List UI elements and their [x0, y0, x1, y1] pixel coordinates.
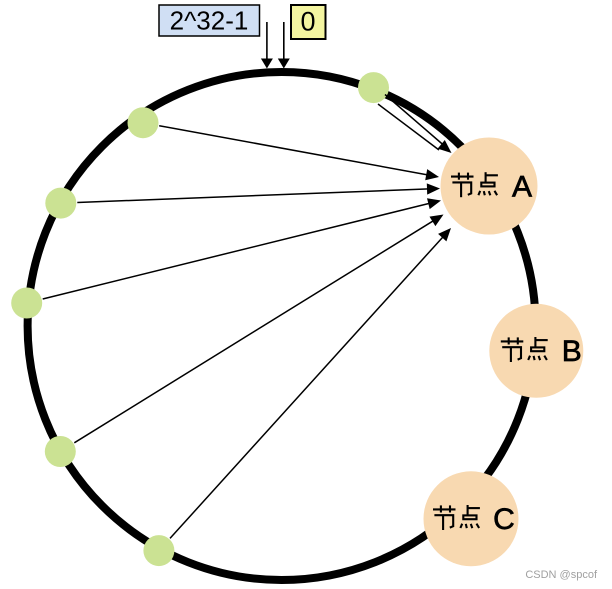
svg-text:0: 0 — [300, 7, 315, 37]
svg-text:A: A — [512, 170, 532, 203]
svg-text:2^32-1: 2^32-1 — [170, 6, 249, 36]
svg-text:CSDN @spcof: CSDN @spcof — [525, 569, 598, 581]
svg-text:B: B — [562, 335, 582, 368]
svg-text:C: C — [493, 503, 515, 536]
